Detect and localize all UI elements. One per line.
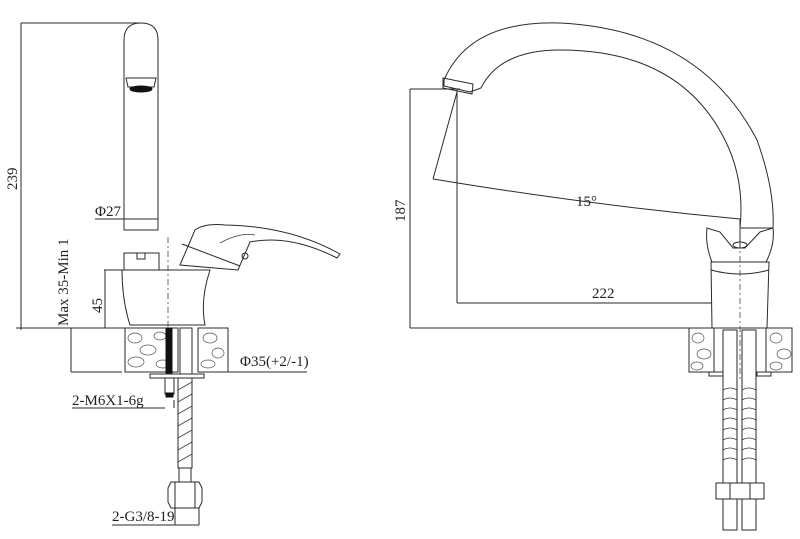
dim-mounting-stud: 2-M6X1-6g	[72, 393, 144, 409]
dim-mounting-hole: Φ35(+2/-1)	[240, 354, 309, 370]
faucet-body	[121, 269, 211, 326]
countertop-section	[124, 327, 229, 373]
front-view: 187 222 15°	[393, 22, 793, 531]
supply-hose	[167, 377, 203, 509]
dim-countertop-thickness: Max 35-Min 1	[56, 239, 72, 327]
supply-hoses-front	[715, 228, 765, 531]
countertop-section-front	[688, 327, 793, 373]
lever-handle	[179, 224, 341, 271]
curved-spout	[443, 22, 774, 229]
spout-tube	[123, 22, 159, 231]
dim-spout-height: 187	[393, 199, 409, 222]
dim-swivel-angle: 15°	[576, 194, 597, 210]
dim-total-height: 239	[5, 168, 21, 191]
dim-hose-connection: 2-G3/8-19	[112, 509, 175, 525]
lever-top	[706, 227, 774, 263]
dim-body-height: 45	[90, 298, 106, 313]
dim-spout-diameter: Φ27	[95, 204, 121, 220]
dim-spout-reach: 222	[592, 286, 615, 302]
side-view: 239 Φ27 45 Max 35-Min 1	[5, 22, 341, 526]
